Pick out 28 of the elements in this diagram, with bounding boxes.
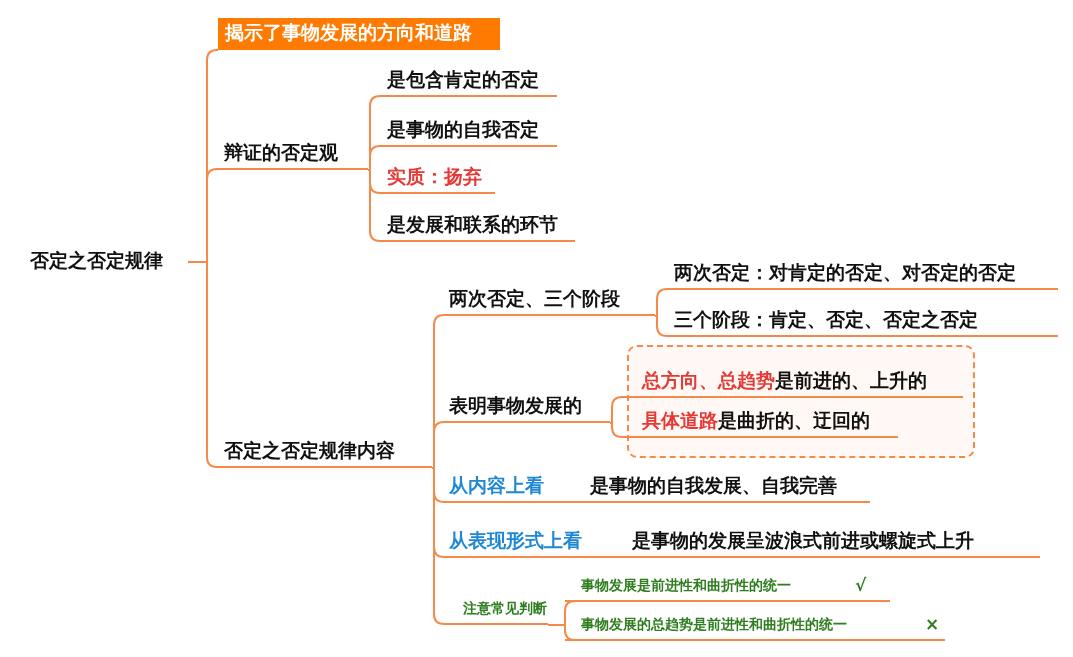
connector-line (609, 396, 629, 424)
branch-label: 是事物的自我否定 (385, 115, 557, 147)
connector-line (367, 145, 386, 171)
branch-label: 注意常见判断 (447, 595, 548, 625)
branch-label: 是包含肯定的否定 (385, 65, 557, 97)
branch-label: 事物发展是前进性和曲折性的统一 (565, 572, 855, 602)
highlight-box: 揭示了事物发展的方向和道路 (218, 18, 500, 50)
branch-label: 两次否定、三个阶段 (447, 284, 655, 316)
branch-label: 事物发展的总趋势是前进性和曲折性的统一 (565, 611, 925, 641)
branch-label: 表明事物发展的 (447, 391, 610, 423)
root-topic: 否定之否定规律 (30, 248, 188, 276)
branch-text: 是事物的发展呈波浪式前进或螺旋式上升 (632, 528, 974, 553)
branch-heading: 从表现形式上看 (449, 528, 582, 553)
branch-heading: 从内容上看 (449, 473, 544, 498)
dashed-group-box (627, 345, 975, 458)
connector-line (609, 422, 629, 438)
branch-label: 实质：扬弃 (385, 162, 495, 194)
branch-label: 三个阶段：肯定、否定、否定之否定 (672, 305, 1058, 337)
branch-label: 辩证的否定观 (222, 138, 368, 170)
branch-label: 是发展和联系的环节 (385, 210, 575, 242)
judgement-mark: √ (855, 572, 890, 602)
branch-label: 具体道路是曲折的、迂回的 (628, 406, 898, 438)
branch-label: 两次否定：对肯定的否定、对否定的否定 (672, 258, 1058, 290)
branch-text: 是事物的自我发展、自我完善 (590, 473, 837, 498)
judgement-mark: × (925, 611, 945, 641)
branch-label: 否定之否定规律内容 (222, 436, 432, 468)
branch-label: 总方向、总趋势是前进的、上升的 (628, 366, 963, 398)
connector-line (431, 421, 448, 469)
